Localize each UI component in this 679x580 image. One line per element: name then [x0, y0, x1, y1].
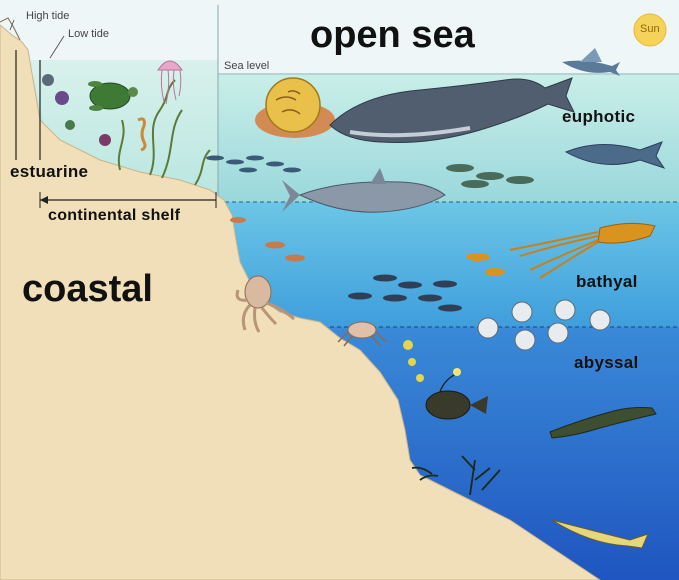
low-tide-label: Low tide — [68, 28, 109, 40]
sea-level-label: Sea level — [224, 60, 269, 72]
continental-shelf-label: continental shelf — [48, 207, 180, 225]
estuarine-label: estuarine — [10, 162, 88, 182]
sun-label: Sun — [640, 23, 660, 35]
abyssal-label: abyssal — [574, 353, 638, 373]
bathyal-label: bathyal — [576, 272, 638, 292]
euphotic-label: euphotic — [562, 107, 635, 127]
open-sea-title: open sea — [310, 14, 475, 57]
coastal-label: coastal — [22, 268, 153, 311]
high-tide-label: High tide — [26, 10, 69, 22]
